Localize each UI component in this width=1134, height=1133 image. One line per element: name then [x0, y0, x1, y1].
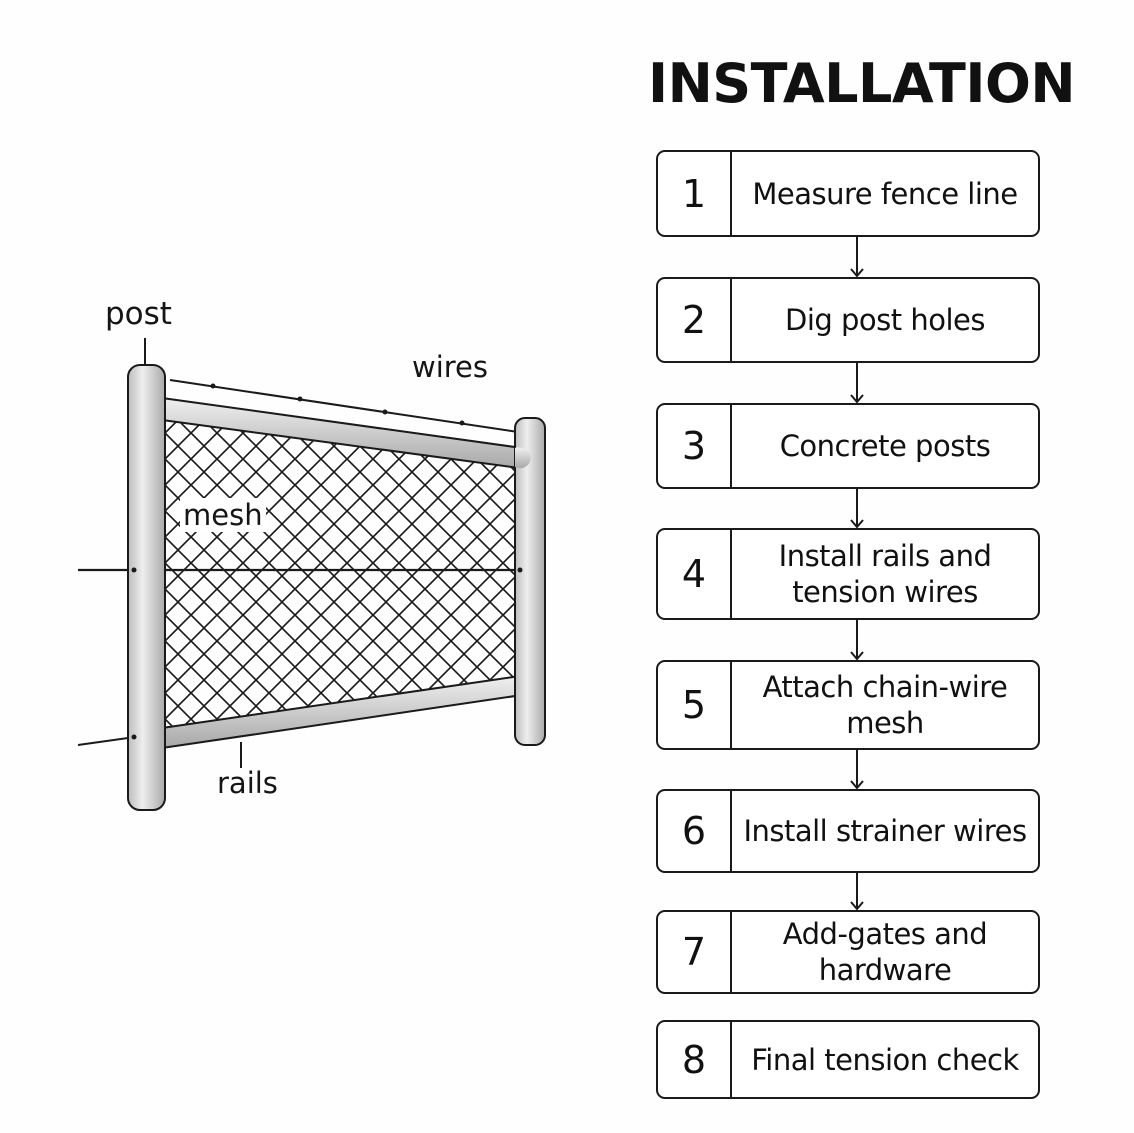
label-rails: rails [217, 766, 278, 800]
step-label: Measure fence line [752, 176, 1018, 211]
step-3: 3 Concrete posts [656, 403, 1040, 489]
step-number: 7 [658, 912, 732, 992]
step-label: Concrete posts [779, 429, 991, 463]
step-number: 6 [658, 791, 732, 871]
step-label: Install rails and tension wires [778, 539, 992, 609]
arrow-down-icon [850, 620, 864, 660]
step-2: 2 Dig post holes [656, 277, 1040, 363]
step-8: 8 Final tension check [656, 1020, 1040, 1099]
step-5: 5 Attach chain-wire mesh [656, 660, 1040, 750]
label-mesh: mesh [180, 498, 266, 532]
arrow-down-icon [850, 873, 864, 910]
step-label: Install strainer wires [743, 814, 1027, 848]
arrow-down-icon [850, 489, 864, 528]
step-6: 6 Install strainer wires [656, 789, 1040, 873]
low-wire [77, 736, 136, 746]
step-number: 1 [658, 152, 732, 235]
step-label: Attach chain-wire mesh [762, 670, 1008, 740]
right-post [514, 417, 546, 746]
arrow-down-icon [850, 750, 864, 789]
step-label: Add-gates and hardware [782, 917, 988, 987]
label-wires: wires [412, 350, 489, 384]
arrow-down-icon [850, 237, 864, 277]
step-number: 4 [658, 530, 732, 618]
label-post: post [105, 296, 172, 332]
fence-illustration [77, 338, 546, 811]
step-1: 1 Measure fence line [656, 150, 1040, 237]
page-title: INSTALLATION [648, 52, 1076, 115]
left-post [127, 364, 166, 811]
step-number: 3 [658, 405, 732, 487]
step-label: Dig post holes [785, 303, 986, 337]
step-number: 2 [658, 279, 732, 361]
step-number: 8 [658, 1022, 732, 1097]
step-label: Final tension check [751, 1042, 1019, 1077]
step-number: 5 [658, 662, 732, 748]
step-4: 4 Install rails and tension wires [656, 528, 1040, 620]
step-7: 7 Add-gates and hardware [656, 910, 1040, 994]
arrow-down-icon [850, 363, 864, 403]
